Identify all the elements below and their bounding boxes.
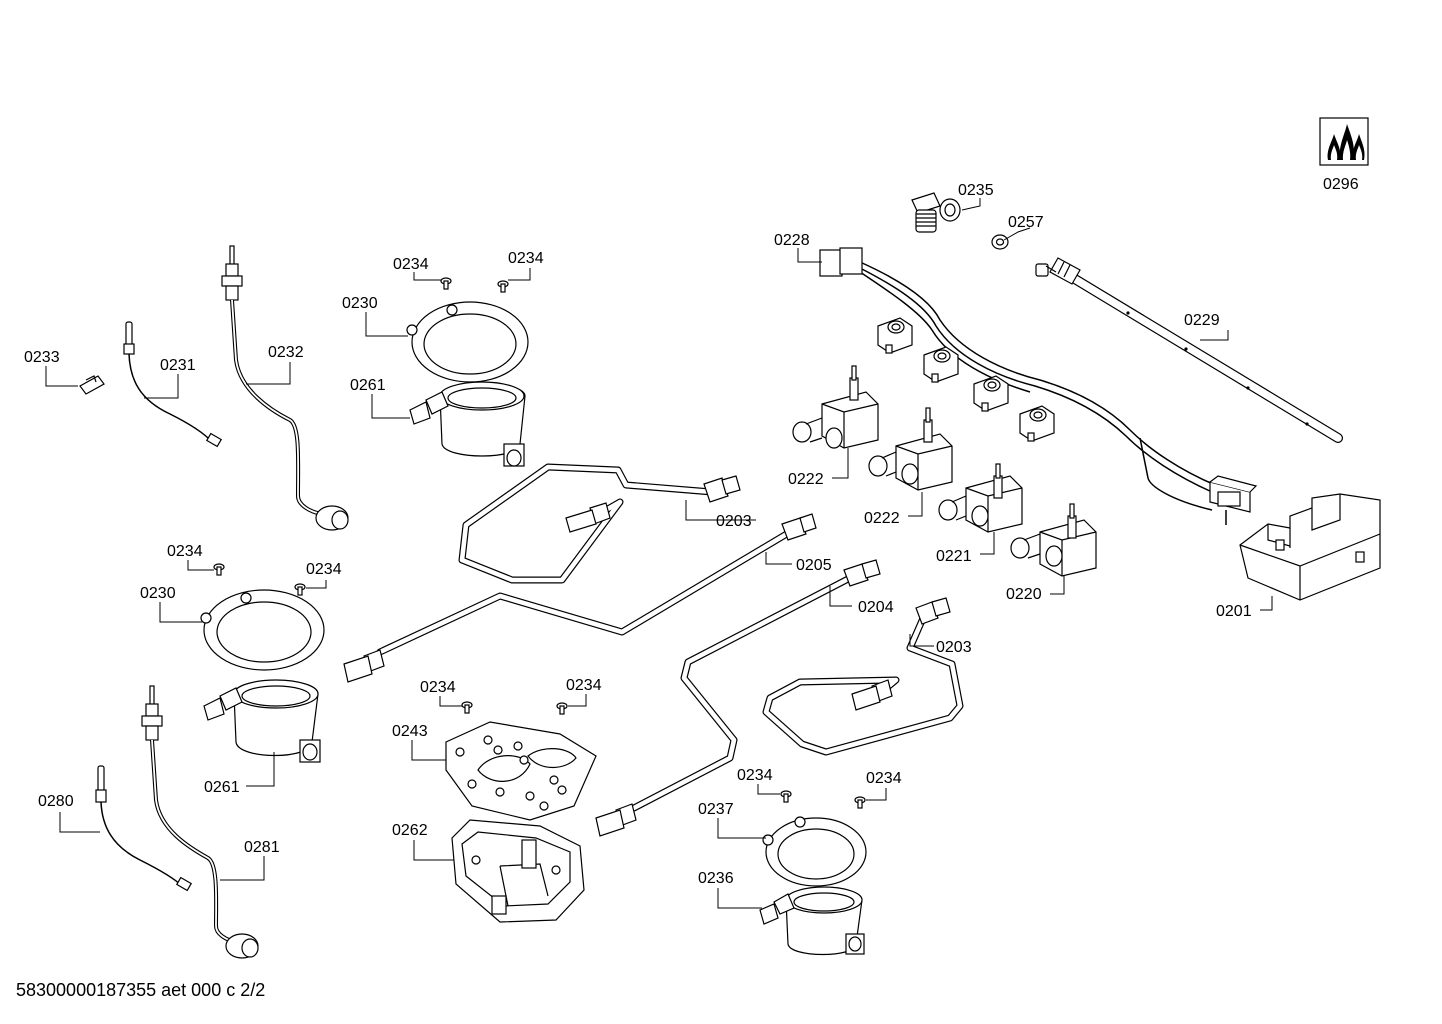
label-0234-g: 0234 xyxy=(737,767,773,784)
thermocouple-0232 xyxy=(221,245,349,531)
screw-0234-g xyxy=(780,790,792,803)
gasket-0230-middle xyxy=(200,589,325,671)
label-0221: 0221 xyxy=(936,548,972,565)
label-0243: 0243 xyxy=(392,723,428,740)
screw-0234-b xyxy=(497,280,509,293)
thermocouple-0281 xyxy=(141,685,259,959)
ignition-harness-0228 xyxy=(819,247,1258,525)
label-0261-a: 0261 xyxy=(350,377,386,394)
label-0203-b: 0203 xyxy=(936,639,972,656)
burner-cup-0236 xyxy=(759,886,865,956)
clip-0233 xyxy=(79,375,105,395)
label-0236: 0236 xyxy=(698,870,734,887)
screw-0234-d xyxy=(294,583,306,596)
label-0262: 0262 xyxy=(392,822,428,839)
gas-valve-0222-a xyxy=(792,365,879,449)
label-0234-h: 0234 xyxy=(866,770,902,787)
label-0203-a: 0203 xyxy=(716,513,752,530)
gas-valve-0220 xyxy=(1010,503,1097,577)
leader-lines xyxy=(45,198,1273,909)
label-0229: 0229 xyxy=(1184,312,1220,329)
gas-pipe-0203-lower xyxy=(762,597,964,756)
symbol-label: 0296 xyxy=(1323,176,1359,193)
callout-labels: 0235 0257 0228 0229 0234 0234 0230 0261 … xyxy=(24,182,1252,887)
label-0237: 0237 xyxy=(698,801,734,818)
gasket-0237 xyxy=(762,816,867,887)
ignition-electrode-0280 xyxy=(95,765,193,892)
gas-pipe-0203-upper xyxy=(458,463,741,584)
gas-pipe-0205 xyxy=(343,513,817,683)
label-0281: 0281 xyxy=(244,839,280,856)
gas-valve-0222-b xyxy=(868,407,953,491)
label-0233: 0233 xyxy=(24,349,60,366)
label-0232: 0232 xyxy=(268,344,304,361)
burner-cup-0261-middle xyxy=(203,679,321,763)
gas-rail-0229 xyxy=(1035,257,1343,443)
gas-valve-0221 xyxy=(938,463,1023,533)
label-0230-a: 0230 xyxy=(342,295,378,312)
screw-0234-a xyxy=(440,277,452,290)
gasket-0230-upper xyxy=(406,301,529,383)
screw-0234-e xyxy=(461,701,473,714)
gas-flame-icon xyxy=(1319,117,1369,166)
burner-housing-0262 xyxy=(451,819,585,923)
label-0234-a: 0234 xyxy=(393,256,429,273)
label-0234-f: 0234 xyxy=(566,677,602,694)
label-0230-b: 0230 xyxy=(140,585,176,602)
label-0234-b: 0234 xyxy=(508,250,544,267)
screw-0234-h xyxy=(854,796,866,809)
label-0280: 0280 xyxy=(38,793,74,810)
label-0204: 0204 xyxy=(858,599,894,616)
screw-0234-c xyxy=(213,563,225,576)
label-0222-a: 0222 xyxy=(788,471,824,488)
elbow-connector-0235 xyxy=(911,192,961,233)
label-0257: 0257 xyxy=(1008,214,1044,231)
washer-0257 xyxy=(991,234,1009,250)
label-0231: 0231 xyxy=(160,357,196,374)
label-0201: 0201 xyxy=(1216,603,1252,620)
gas-pipe-0204 xyxy=(595,559,881,837)
screw-0234-f xyxy=(556,702,568,715)
ignition-electrode-0231 xyxy=(123,321,223,448)
burner-cup-0261-upper xyxy=(409,381,526,467)
label-0205: 0205 xyxy=(796,557,832,574)
panel-bracket-0201 xyxy=(1239,493,1381,601)
label-0220: 0220 xyxy=(1006,586,1042,603)
label-0261-b: 0261 xyxy=(204,779,240,796)
document-id: 58300000187355 aet 000 c 2/2 xyxy=(16,980,266,1000)
label-0222-b: 0222 xyxy=(864,510,900,527)
label-0235: 0235 xyxy=(958,182,994,199)
label-0228: 0228 xyxy=(774,232,810,249)
label-0234-e: 0234 xyxy=(420,679,456,696)
gasket-plate-0243 xyxy=(445,721,597,821)
label-0234-c: 0234 xyxy=(167,543,203,560)
label-0234-d: 0234 xyxy=(306,561,342,578)
